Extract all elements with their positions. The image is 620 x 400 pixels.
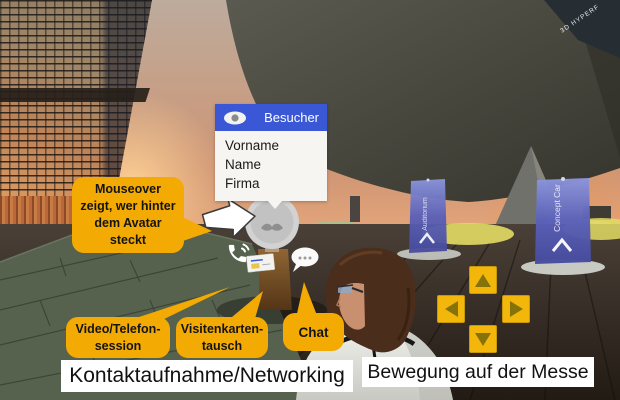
dpad-down-button[interactable] xyxy=(469,325,497,353)
arrow-left-icon xyxy=(444,301,458,317)
dpad-up-button[interactable] xyxy=(469,266,497,294)
face xyxy=(339,282,365,330)
dpad-left-button[interactable] xyxy=(437,295,465,323)
visitor-popup-pointer xyxy=(267,200,283,209)
chat-dots-icon[interactable] xyxy=(291,247,319,273)
chevron-up-icon xyxy=(419,231,435,244)
mouse-pointer-arrow xyxy=(201,198,256,239)
sign-building: 3D HYPERF xyxy=(544,0,620,58)
arrow-right-icon xyxy=(509,301,523,317)
banner-movement: Bewegung auf der Messe xyxy=(362,357,594,387)
phone-call-icon[interactable] xyxy=(228,243,250,263)
arrow-up-icon xyxy=(475,273,491,287)
kiosk-label: Concept Car xyxy=(552,184,562,232)
callout-tails xyxy=(124,216,318,322)
visitor-popup-header: Besucher xyxy=(215,104,327,131)
kiosk-concept-car[interactable]: Concept Car xyxy=(535,177,591,264)
visitor-popup-title: Besucher xyxy=(264,110,319,125)
kiosk-auditorium[interactable]: Auditorium xyxy=(409,178,447,254)
visitor-popup: Besucher Vorname Name Firma xyxy=(215,104,327,209)
visitor-popup-body: Vorname Name Firma xyxy=(215,131,327,201)
business-card xyxy=(246,253,276,273)
visitor-field-firma: Firma xyxy=(225,176,260,191)
callout-chat: Chat xyxy=(283,313,344,351)
chevron-up-icon xyxy=(551,237,573,252)
arrow-down-icon xyxy=(475,332,491,346)
dpad-right-button[interactable] xyxy=(502,295,530,323)
kiosk-label: Auditorium xyxy=(422,197,429,231)
eye-icon xyxy=(224,111,246,124)
glasses xyxy=(338,286,352,293)
callout-video-session: Video/Telefon- session xyxy=(66,317,170,358)
hair xyxy=(325,247,416,353)
banner-networking: Kontaktaufnahme/Networking xyxy=(61,360,353,392)
visitor-field-vorname: Vorname xyxy=(225,138,280,153)
callout-card-exchange: Visitenkarten- tausch xyxy=(176,317,268,358)
skyscraper-band xyxy=(0,88,150,102)
mustache xyxy=(261,223,283,231)
visitor-field-name: Name xyxy=(225,157,262,172)
callout-mouseover: Mouseover zeigt, wer hinter dem Avatar s… xyxy=(72,177,184,253)
